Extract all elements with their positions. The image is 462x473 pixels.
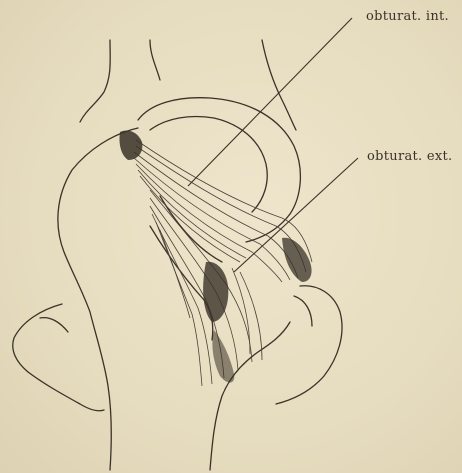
trochanter-inner-contour (294, 296, 312, 326)
obturator-internus-muscle (134, 140, 312, 282)
lesser-trochanter-outline (13, 304, 104, 411)
insertion-shading (282, 238, 312, 282)
trochanteric-fossa-shading (203, 262, 228, 322)
leader-line-obturator-internus (188, 18, 352, 186)
lesser-trochanter-inner (40, 318, 68, 332)
label-obturator-externus: obturat. ext. (367, 149, 452, 164)
greater-trochanter-outline (276, 286, 342, 404)
muscle-band-shadow (212, 330, 234, 383)
femur-outline-left (58, 128, 138, 470)
label-obturator-internus: obturat. int. (366, 9, 449, 24)
upper-bone-outline-left (80, 40, 110, 122)
upper-bone-outline-right (150, 40, 160, 80)
